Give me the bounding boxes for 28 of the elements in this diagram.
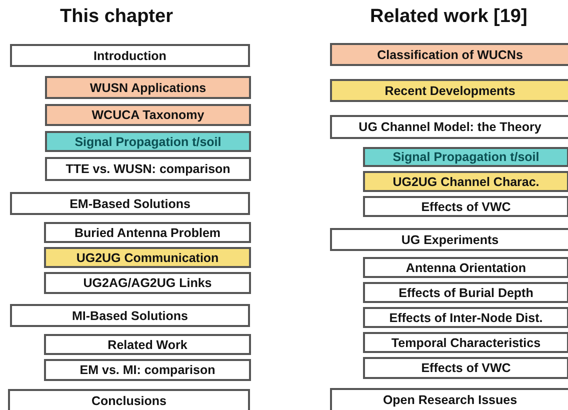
section-box: UG2UG Channel Charac. (363, 171, 568, 192)
section-box: Introduction (10, 44, 250, 67)
section-box: Effects of VWC (363, 357, 568, 379)
section-box: Classification of WUCNs (330, 43, 568, 66)
section-box: EM vs. MI: comparison (44, 359, 251, 381)
section-box: WCUCA Taxonomy (45, 104, 251, 126)
section-box: MI-Based Solutions (10, 304, 250, 327)
section-box: Effects of Inter-Node Dist. (363, 307, 568, 328)
section-box: Effects of VWC (363, 196, 568, 217)
section-box: Open Research Issues (330, 388, 568, 410)
section-box: TTE vs. WUSN: comparison (45, 157, 251, 181)
section-box: UG Experiments (330, 228, 568, 251)
section-box: Buried Antenna Problem (44, 222, 251, 243)
section-box: Recent Developments (330, 79, 568, 102)
section-box: Temporal Characteristics (363, 332, 568, 353)
section-box: Related Work (44, 334, 251, 355)
section-box: Signal Propagation t/soil (45, 131, 251, 152)
column-heading: Related work [19] (370, 6, 528, 28)
column-heading: This chapter (60, 6, 173, 28)
section-box: UG2UG Communication (44, 247, 251, 268)
section-box: EM-Based Solutions (10, 192, 250, 215)
section-box: Signal Propagation t/soil (363, 147, 568, 167)
section-box: WUSN Applications (45, 76, 251, 99)
section-box: Conclusions (8, 389, 250, 410)
section-box: Antenna Orientation (363, 257, 568, 278)
section-box: Effects of Burial Depth (363, 282, 568, 303)
section-box: UG Channel Model: the Theory (330, 115, 568, 139)
section-box: UG2AG/AG2UG Links (44, 272, 251, 294)
